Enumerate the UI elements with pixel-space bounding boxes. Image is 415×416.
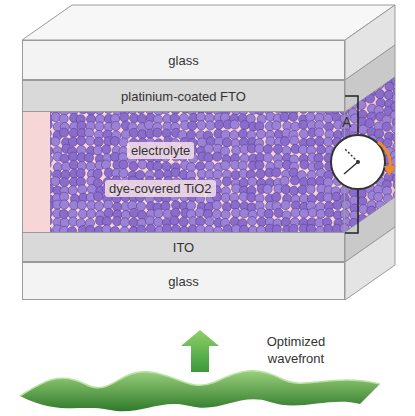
cell-layer: platinium-coated FTO bbox=[22, 80, 345, 112]
layer-label: platinium-coated FTO bbox=[121, 89, 246, 104]
layer-label: glass bbox=[168, 53, 198, 68]
layer-label: dye-covered TiO2 bbox=[105, 180, 216, 197]
wavefront-ridge bbox=[20, 371, 380, 396]
cell-layer: glass bbox=[22, 262, 345, 300]
active-layer: electrolyte dye-covered TiO2 bbox=[22, 112, 345, 232]
wavefront bbox=[20, 371, 380, 411]
cell-layer: ITO bbox=[22, 232, 345, 262]
circuit-wire bbox=[345, 190, 358, 233]
light-arrow bbox=[181, 330, 219, 372]
top-face bbox=[22, 5, 395, 40]
motion-arrowhead bbox=[384, 166, 396, 176]
motion-arrow bbox=[378, 142, 390, 168]
layer-label: ITO bbox=[173, 240, 194, 255]
side-face bbox=[345, 227, 395, 300]
layer-label: glass bbox=[168, 274, 198, 289]
meter-needle bbox=[344, 162, 358, 174]
side-face bbox=[345, 45, 395, 112]
meter-needle bbox=[344, 148, 358, 162]
electrolyte-band bbox=[22, 112, 345, 232]
meter-pivot bbox=[356, 160, 360, 164]
arrow-label: Optimized wavefront bbox=[252, 333, 340, 367]
meter-label: A bbox=[342, 114, 351, 130]
ammeter: A bbox=[330, 134, 386, 190]
cell-layer: glass bbox=[22, 40, 345, 80]
layer-label: electrolyte bbox=[127, 142, 194, 159]
